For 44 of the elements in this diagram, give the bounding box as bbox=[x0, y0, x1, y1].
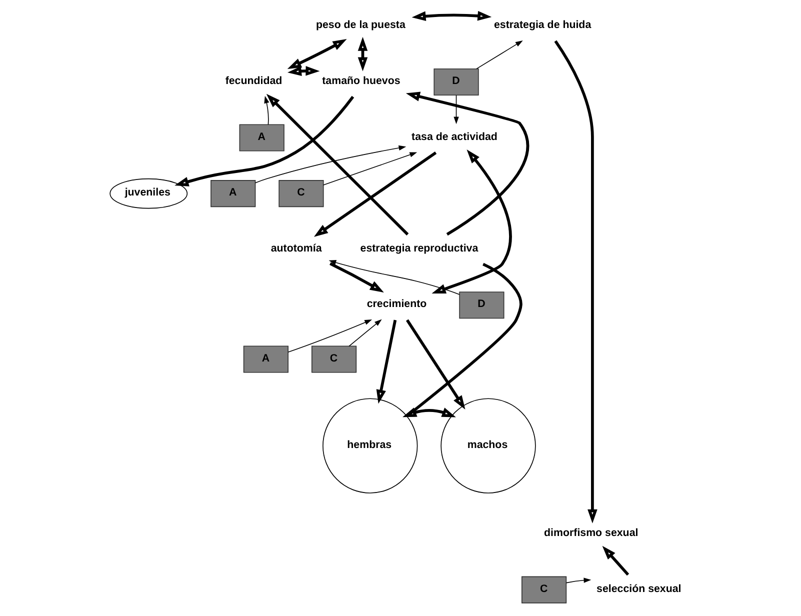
node-ellipse: juveniles bbox=[109, 178, 188, 209]
arrow bbox=[286, 39, 346, 69]
node-text: peso de la puesta bbox=[315, 19, 405, 32]
connector bbox=[405, 262, 522, 418]
node-text: selección sexual bbox=[596, 582, 681, 595]
node-text: fecundidad bbox=[224, 74, 282, 87]
node-box: C bbox=[310, 346, 356, 373]
arrow bbox=[264, 96, 269, 125]
arrow bbox=[453, 94, 458, 124]
arrow bbox=[476, 40, 522, 70]
arrow bbox=[431, 150, 512, 294]
arrow bbox=[554, 40, 597, 524]
arrow bbox=[405, 319, 465, 410]
arrow bbox=[266, 94, 408, 236]
arrow bbox=[328, 260, 460, 295]
arrow bbox=[313, 152, 436, 237]
node-box: A bbox=[238, 124, 284, 152]
node-box: A bbox=[242, 346, 288, 373]
arrow bbox=[402, 408, 456, 418]
arrow bbox=[174, 96, 354, 186]
node-text: autotomía bbox=[270, 242, 322, 254]
arrow bbox=[286, 66, 320, 76]
arrow bbox=[254, 145, 406, 184]
arrow bbox=[376, 320, 396, 404]
node-text: estrategia reproductiva bbox=[360, 242, 478, 254]
arrow bbox=[357, 36, 368, 72]
node-box: D bbox=[433, 68, 478, 96]
node-box: D bbox=[458, 292, 504, 319]
node-text: crecimiento bbox=[366, 298, 426, 310]
arrow bbox=[348, 319, 382, 347]
node-box: C bbox=[278, 180, 324, 208]
arrow bbox=[287, 320, 372, 353]
node-text: dimorfismo sexual bbox=[544, 526, 638, 539]
arrow bbox=[565, 578, 591, 584]
node-text: tamaño huevos bbox=[322, 74, 400, 87]
node-text: estrategia de huida bbox=[494, 19, 591, 32]
node-box: C bbox=[521, 576, 566, 604]
arrow bbox=[322, 152, 417, 186]
node-text: tasa de actividad bbox=[411, 130, 497, 143]
arrow bbox=[329, 262, 384, 292]
arrow bbox=[411, 10, 492, 22]
node-box: A bbox=[210, 180, 256, 208]
arrow bbox=[602, 546, 629, 576]
arrow bbox=[405, 92, 529, 236]
